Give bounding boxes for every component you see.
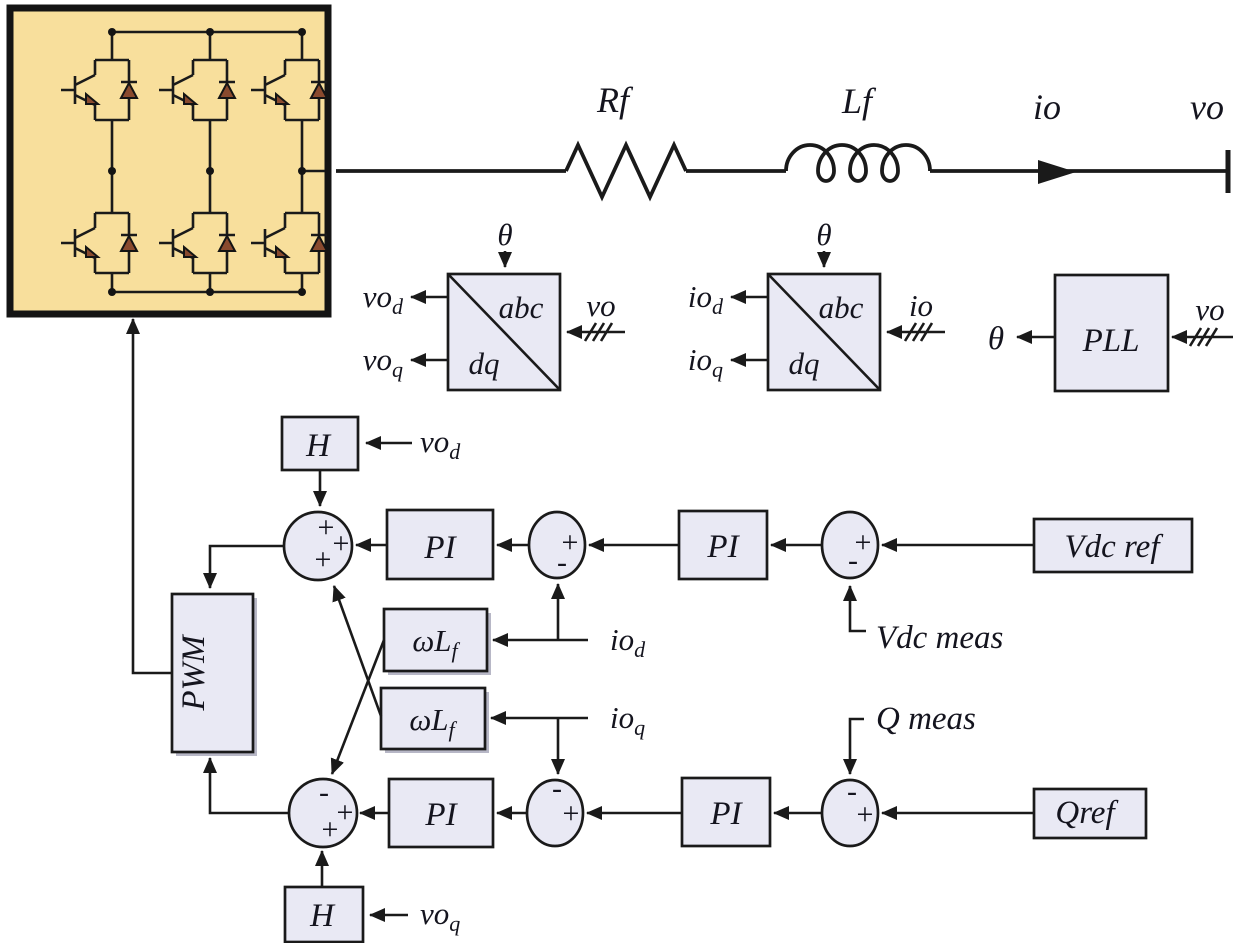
pll-box: [1053, 273, 1170, 393]
d-axis-loop: H vod + + + PI + - PI + - Vdc meas Vdc r…: [203, 415, 1194, 656]
inductor-icon: [784, 143, 932, 183]
theta-label: θ: [497, 217, 512, 252]
abc-dq-block-vo: abc dq θ vod voq vo: [363, 217, 625, 392]
h-block-bottom: [283, 885, 365, 943]
qref-label: Qref: [1055, 795, 1118, 831]
sum-junction-qpower: [820, 778, 880, 848]
qref-box: [1032, 787, 1148, 840]
inverter-bridge-icon: [6, 4, 332, 318]
pll-block: PLL θ vo: [988, 273, 1233, 393]
theta-label: θ: [816, 217, 831, 252]
plus-sign: +: [562, 526, 579, 559]
plus-sign: +: [322, 813, 339, 846]
lf-label: Lf: [841, 81, 877, 121]
h-top-label: H: [305, 428, 332, 464]
sum-junction-vdc: [820, 510, 880, 580]
wlf-top-label: ωLf: [412, 623, 460, 663]
plus-sign: +: [318, 511, 335, 544]
vdc-ref-box: [1032, 517, 1194, 574]
rf-label: Rf: [596, 80, 634, 120]
h-block-top: [280, 415, 360, 472]
cross-coupling: ωLf ωLf iod ioq: [330, 583, 646, 775]
theta-out-label: θ: [988, 321, 1004, 357]
pwm-box: [170, 592, 255, 754]
wlf-block-top: [382, 607, 489, 673]
abc-dq-block-io: abc dq θ iod ioq io: [688, 217, 945, 392]
plus-sign: +: [855, 526, 872, 559]
resistor-icon: [564, 140, 688, 202]
minus-sign: -: [319, 776, 329, 809]
pi-block-2: [677, 509, 769, 581]
vod-feed-label: vod: [420, 424, 461, 464]
io-in-label: io: [909, 288, 933, 323]
iod-mid-label: iod: [610, 622, 646, 662]
wlf-cross-up-arrow: [332, 585, 383, 717]
wlf-bottom-label: ωLf: [409, 702, 457, 742]
pi4-label: PI: [709, 796, 743, 832]
pi-block-4: [680, 776, 772, 848]
output-filter-line: Rf Lf io vo: [336, 80, 1231, 202]
vo-in-label: vo: [586, 288, 615, 323]
pwm-to-inverter-wire: [126, 318, 172, 675]
minus-sign: -: [557, 546, 567, 579]
minus-sign: -: [847, 775, 857, 808]
to-pwm-bottom-wire: [203, 757, 289, 815]
pwm-block: PWM: [126, 318, 257, 756]
current-arrow-icon: [1038, 160, 1076, 184]
wlf-cross-down-arrow: [330, 639, 386, 775]
inverter-box: [6, 4, 332, 318]
io-label: io: [1033, 87, 1061, 127]
pi-block-3: [387, 777, 495, 849]
dq-label: dq: [469, 346, 500, 381]
sum-junction-current-q: [525, 778, 585, 848]
diagonal-divider: [767, 273, 881, 391]
pi1-label: PI: [423, 530, 457, 566]
q-axis-loop: - + + PI - + PI - + Q meas Qref H voq: [203, 701, 1148, 943]
voq-label: voq: [363, 342, 403, 382]
junction-dots: [108, 28, 306, 296]
minus-sign: -: [848, 544, 858, 577]
abc-label: abc: [499, 290, 544, 325]
plus-sign: +: [315, 543, 332, 576]
dq-label: dq: [789, 346, 820, 381]
plus-sign: +: [337, 796, 354, 829]
vdc-meas-arrow: [843, 585, 866, 633]
plus-sign: +: [857, 798, 874, 831]
ioq-mid-label: ioq: [610, 700, 645, 740]
vo-in-label: vo: [1195, 292, 1224, 327]
to-pwm-top-wire: [203, 544, 284, 589]
sum-junction-current-d: [527, 510, 587, 580]
wlf-block-bottom: [379, 686, 487, 751]
pi2-label: PI: [706, 529, 740, 565]
voq-feed-label: voq: [420, 896, 460, 936]
abc-label: abc: [819, 290, 864, 325]
pll-label: PLL: [1082, 323, 1140, 359]
vdc-meas-label: Vdc meas: [876, 620, 1003, 656]
iod-label: iod: [688, 279, 724, 319]
three-phase-slashes-icon: [903, 322, 934, 342]
h-bottom-label: H: [309, 898, 336, 934]
plus-sign: +: [333, 527, 350, 560]
three-phase-slashes-icon: [1188, 327, 1219, 347]
three-phase-slashes-icon: [583, 322, 614, 342]
pi3-label: PI: [424, 797, 458, 833]
vdc-ref-label: Vdc ref: [1065, 529, 1164, 565]
minus-sign: -: [552, 772, 562, 805]
pwm-label: PWM: [176, 634, 212, 712]
diagonal-divider: [447, 273, 561, 391]
vod-label: vod: [363, 279, 404, 319]
vo-label: vo: [1190, 87, 1224, 127]
ioq-label: ioq: [688, 342, 723, 382]
plus-sign: +: [563, 797, 580, 830]
q-meas-label: Q meas: [876, 701, 976, 737]
q-meas-arrow: [843, 717, 864, 775]
